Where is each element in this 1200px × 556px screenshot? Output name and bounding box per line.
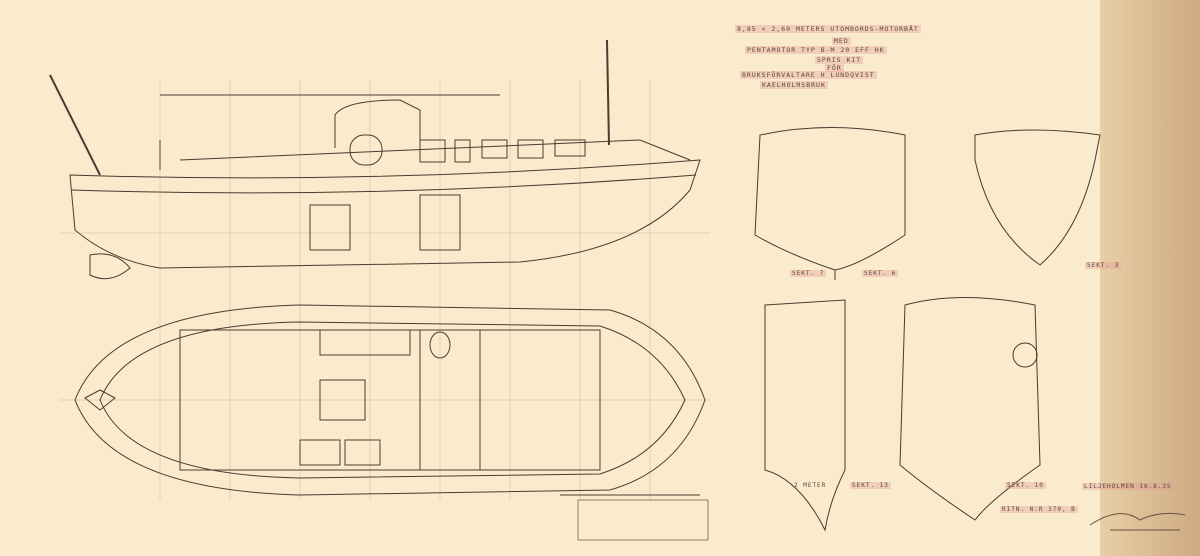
title-line-7: KAELHOLMSBRUK xyxy=(760,81,828,89)
side-elevation xyxy=(49,39,701,280)
title-line-4: SPRIS KIT xyxy=(815,56,864,64)
drawing-number: RITN. N:R 370, B xyxy=(1000,506,1078,513)
scale-label: 2 METER xyxy=(794,482,827,489)
signature xyxy=(1089,512,1186,526)
plan-view xyxy=(74,304,706,496)
section-views xyxy=(754,127,1101,532)
section-7-label: SEKT. 7 xyxy=(790,270,827,277)
scale-bar xyxy=(560,494,709,541)
date-label: LILJEHOLMEN 16.8.35 xyxy=(1082,483,1174,490)
section-3-label: SEKT. 3 xyxy=(1085,262,1122,269)
grid-lines xyxy=(60,80,710,500)
title-line-3: PENTAMOTOR TYP B-M 20 EFF HK xyxy=(745,46,887,54)
section-13-label: SEKT. 13 xyxy=(850,482,891,489)
title-line-5: FÖR xyxy=(825,64,844,72)
title-line-2: MED xyxy=(832,37,851,45)
paper-edge xyxy=(1100,0,1200,556)
section-10-label: SEKT. 10 xyxy=(1005,482,1046,489)
title-line-6: BRUKSFÖRVALTARE H LUNDQVIST xyxy=(740,71,877,79)
title-line-1: 8,85 × 2,60 METERS UTOMBORDS-MOTORBÅT xyxy=(735,25,921,33)
section-6-label: SEKT. 6 xyxy=(862,270,899,277)
